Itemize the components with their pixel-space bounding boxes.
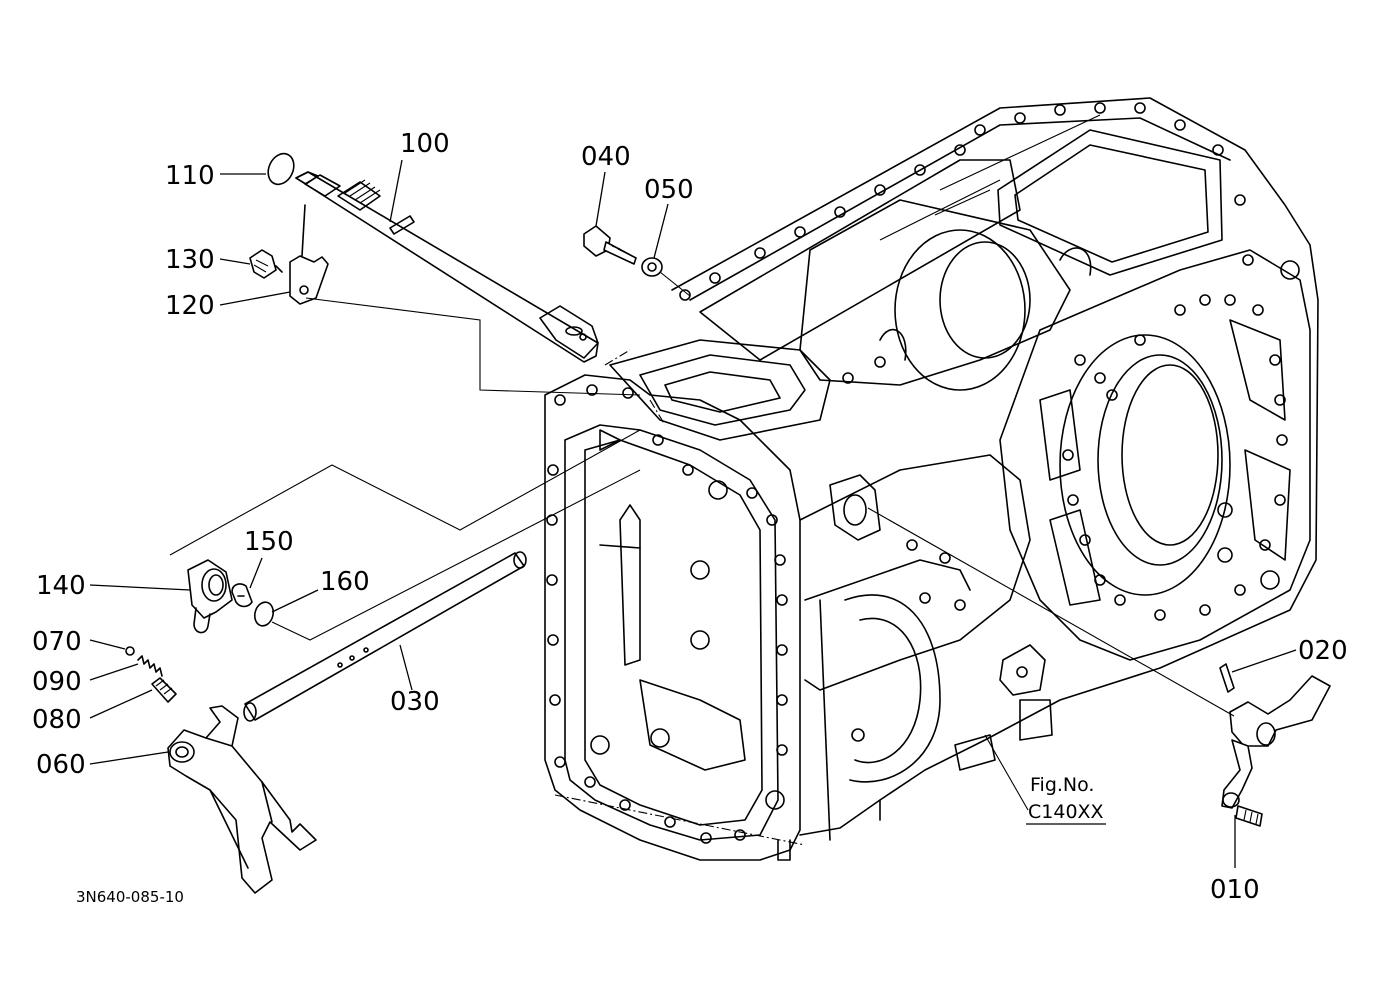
label-080: 080 <box>32 705 82 735</box>
part-070-ball <box>125 646 135 656</box>
front-face-bolt-holes <box>546 384 788 844</box>
flange-bolt-holes <box>1062 260 1300 621</box>
part-140-joint <box>187 559 233 634</box>
part-labels: 110 100 130 120 040 050 150 160 140 070 … <box>32 129 1348 905</box>
part-120-stopper-plate <box>289 204 329 305</box>
part-050-nut <box>641 257 663 277</box>
part-150-clip <box>231 583 253 608</box>
label-140: 140 <box>36 571 86 601</box>
label-100: 100 <box>400 129 450 159</box>
label-110: 110 <box>165 161 215 191</box>
label-150: 150 <box>244 527 294 557</box>
part-060-shift-fork <box>167 705 317 894</box>
part-020-pin <box>1219 663 1235 693</box>
label-010: 010 <box>1210 875 1260 905</box>
label-040: 040 <box>581 142 631 172</box>
fig-ref-line2: C140XX <box>1028 801 1104 823</box>
figure-reference: Fig.No. C140XX <box>1026 774 1106 825</box>
part-010-lever <box>1221 675 1331 827</box>
label-130: 130 <box>165 245 215 275</box>
drawing-number: 3N640-085-10 <box>76 888 184 906</box>
label-050: 050 <box>644 175 694 205</box>
label-090: 090 <box>32 667 82 697</box>
assembly-lines <box>89 159 1297 868</box>
transmission-case <box>544 97 1319 861</box>
label-020: 020 <box>1298 636 1348 666</box>
part-090-spring <box>137 655 163 677</box>
label-160: 160 <box>320 567 370 597</box>
label-120: 120 <box>165 291 215 321</box>
label-060: 060 <box>36 750 86 780</box>
part-100-shift-shaft <box>295 171 599 363</box>
part-160-o-ring <box>253 601 275 627</box>
part-040-bolt <box>583 225 637 265</box>
part-130-bolt <box>249 249 283 279</box>
part-030-fork-shaft <box>243 551 527 722</box>
part-110-o-ring <box>267 152 295 186</box>
part-080-screw <box>151 677 177 703</box>
label-070: 070 <box>32 627 82 657</box>
label-030: 030 <box>390 687 440 717</box>
fig-ref-line1: Fig.No. <box>1030 774 1094 796</box>
